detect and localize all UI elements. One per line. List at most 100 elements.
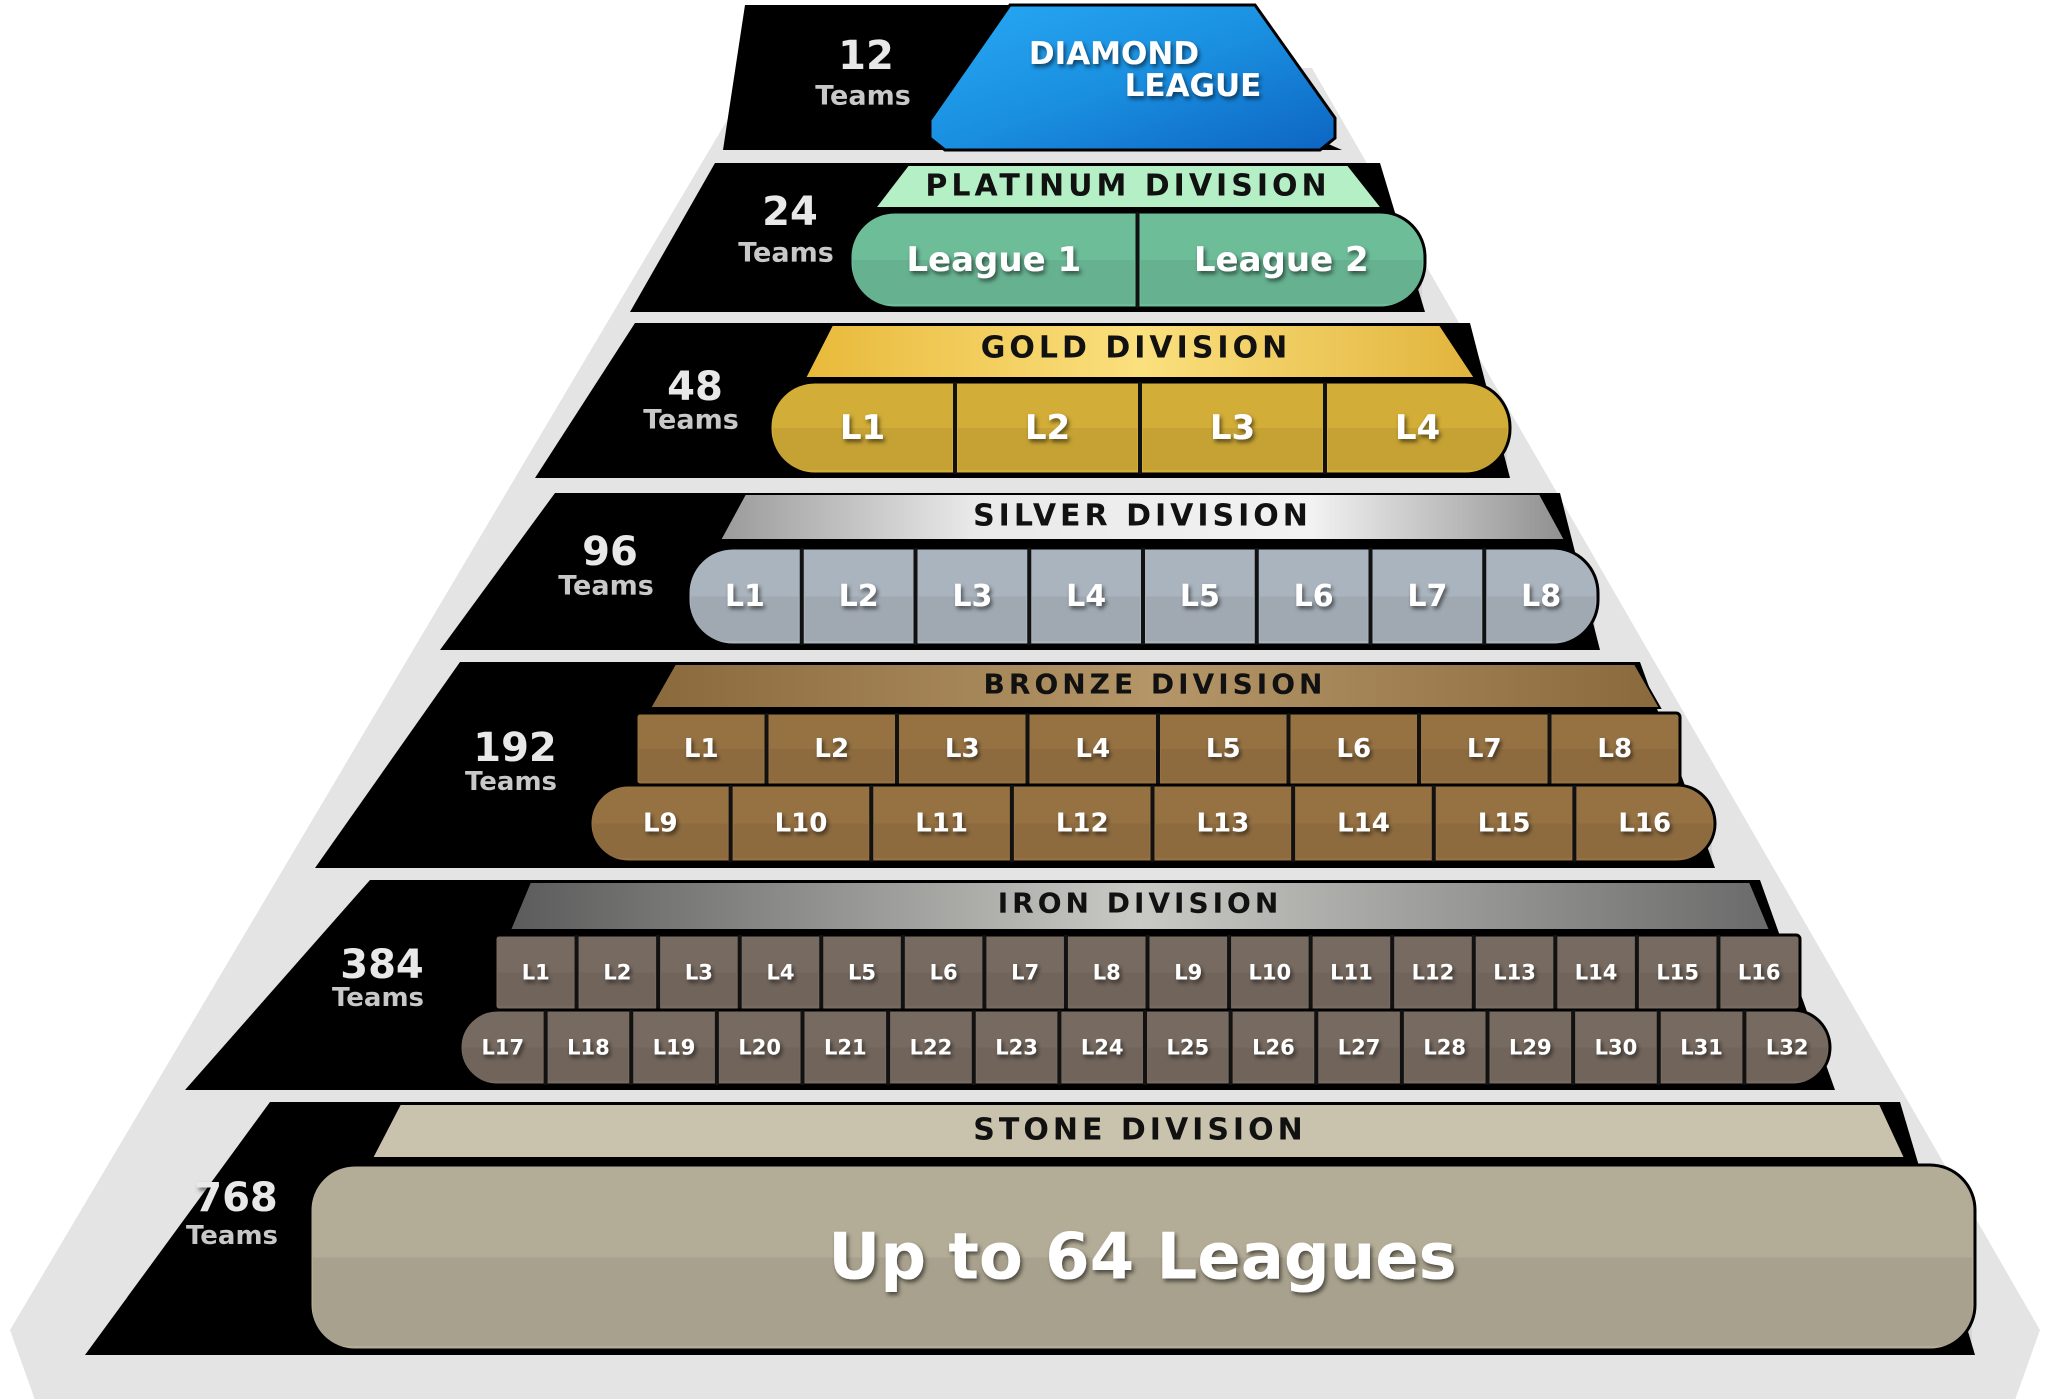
league-cell: L29 <box>1509 1036 1552 1060</box>
league-cell: L6 <box>1336 734 1371 764</box>
league-cell: L22 <box>910 1036 953 1060</box>
league-cell-shade <box>1487 596 1595 641</box>
league-cell-shade <box>1030 749 1155 781</box>
league-cell: L26 <box>1252 1036 1295 1060</box>
league-cell-shade <box>976 1047 1057 1081</box>
league-cell: L27 <box>1338 1036 1381 1060</box>
division-header <box>872 164 1385 209</box>
league-cell-shade <box>1140 260 1422 304</box>
league-cell: L4 <box>1395 408 1440 448</box>
league-cell-shade <box>1259 596 1368 641</box>
division-title: SILVER DIVISION <box>973 499 1312 534</box>
league-cell-shade <box>874 823 1009 858</box>
league-cell: Up to 64 Leagues <box>828 1221 1457 1295</box>
league-cell-shade <box>900 749 1025 781</box>
league-cell: L5 <box>1180 579 1220 614</box>
league-cell-shade <box>1747 1047 1827 1081</box>
league-cell-shade <box>719 1047 800 1081</box>
team-count: 384 <box>340 942 424 988</box>
league-cell-shade <box>691 596 799 641</box>
league-cell: L7 <box>1011 961 1039 985</box>
team-count: 12 <box>838 33 894 79</box>
league-cell: L30 <box>1595 1036 1638 1060</box>
league-cell-shade <box>1319 1047 1399 1081</box>
league-cell: L32 <box>1766 1036 1809 1060</box>
league-cell: L10 <box>775 809 828 839</box>
league-cell-shade <box>1577 823 1712 858</box>
league-cell-shade <box>1476 972 1553 1006</box>
teams-label: Teams <box>815 81 911 112</box>
teams-label: Teams <box>558 571 654 602</box>
division-title: GOLD DIVISION <box>981 331 1291 366</box>
league-cell-shade <box>1558 972 1634 1006</box>
teams-label: Teams <box>738 238 834 269</box>
league-cell: L9 <box>1174 961 1202 985</box>
league-cell-shade <box>1436 823 1572 858</box>
league-cell-shade <box>1291 749 1416 781</box>
league-cell: L2 <box>814 734 849 764</box>
league-cell-shade <box>1143 428 1322 470</box>
league-cell: League 1 <box>906 240 1081 280</box>
league-cell-shade <box>579 972 656 1006</box>
league-cell: L14 <box>1337 809 1390 839</box>
division-header <box>718 493 1567 541</box>
division-header <box>648 663 1662 709</box>
league-cell-shade <box>661 972 737 1006</box>
league-cell: L3 <box>952 579 992 614</box>
league-cell: L15 <box>1656 961 1699 985</box>
league-cell-shade <box>824 972 900 1006</box>
league-cell: L5 <box>1206 734 1241 764</box>
division-header <box>803 324 1477 379</box>
league-cell-shade <box>742 972 819 1006</box>
league-cell-shade <box>1422 749 1547 781</box>
league-cell: L17 <box>482 1036 525 1060</box>
league-cell-shade <box>804 596 913 641</box>
league-cell-shade <box>1490 1047 1571 1081</box>
league-cell-shade <box>905 972 982 1006</box>
league-cell: L1 <box>725 579 765 614</box>
league-cell-shade <box>1552 749 1677 781</box>
league-cell: L28 <box>1423 1036 1466 1060</box>
division-header <box>508 881 1772 931</box>
division-title-line-1: DIAMOND <box>1029 36 1199 72</box>
league-cell: L18 <box>567 1036 610 1060</box>
league-cell: L11 <box>915 809 968 839</box>
league-cell: L1 <box>840 408 885 448</box>
league-cell-shade <box>498 972 574 1006</box>
league-cell: L7 <box>1407 579 1447 614</box>
division-title: PLATINUM DIVISION <box>925 169 1330 204</box>
league-cell: L8 <box>1597 734 1632 764</box>
league-cell-shade <box>1576 1047 1656 1081</box>
teams-label: Teams <box>643 405 739 436</box>
league-cell: L1 <box>684 734 719 764</box>
league-cell: L20 <box>738 1036 781 1060</box>
league-cell: L24 <box>1081 1036 1124 1060</box>
league-cell: L4 <box>766 961 794 985</box>
league-cell: L7 <box>1467 734 1502 764</box>
league-cell: L23 <box>995 1036 1038 1060</box>
league-cell-shade <box>1155 823 1291 858</box>
league-cell-shade <box>1313 972 1390 1006</box>
league-cell-shade <box>1148 1047 1228 1081</box>
league-cell-shade <box>313 1257 1972 1346</box>
league-cell-shade <box>891 1047 971 1081</box>
teams-label: Teams <box>465 767 557 797</box>
league-cell-shade <box>1296 823 1431 858</box>
league-cell: L12 <box>1056 809 1109 839</box>
league-cell: L1 <box>522 961 550 985</box>
league-cell-shade <box>1373 596 1482 641</box>
league-cell: L10 <box>1249 961 1292 985</box>
team-count: 96 <box>582 529 638 575</box>
league-cell-shade <box>1639 972 1716 1006</box>
league-cell: L8 <box>1521 579 1561 614</box>
league-cell-shade <box>773 428 952 470</box>
league-cell-shade <box>1661 1047 1742 1081</box>
league-cell-shade <box>1233 1047 1314 1081</box>
league-cell: L2 <box>839 579 879 614</box>
